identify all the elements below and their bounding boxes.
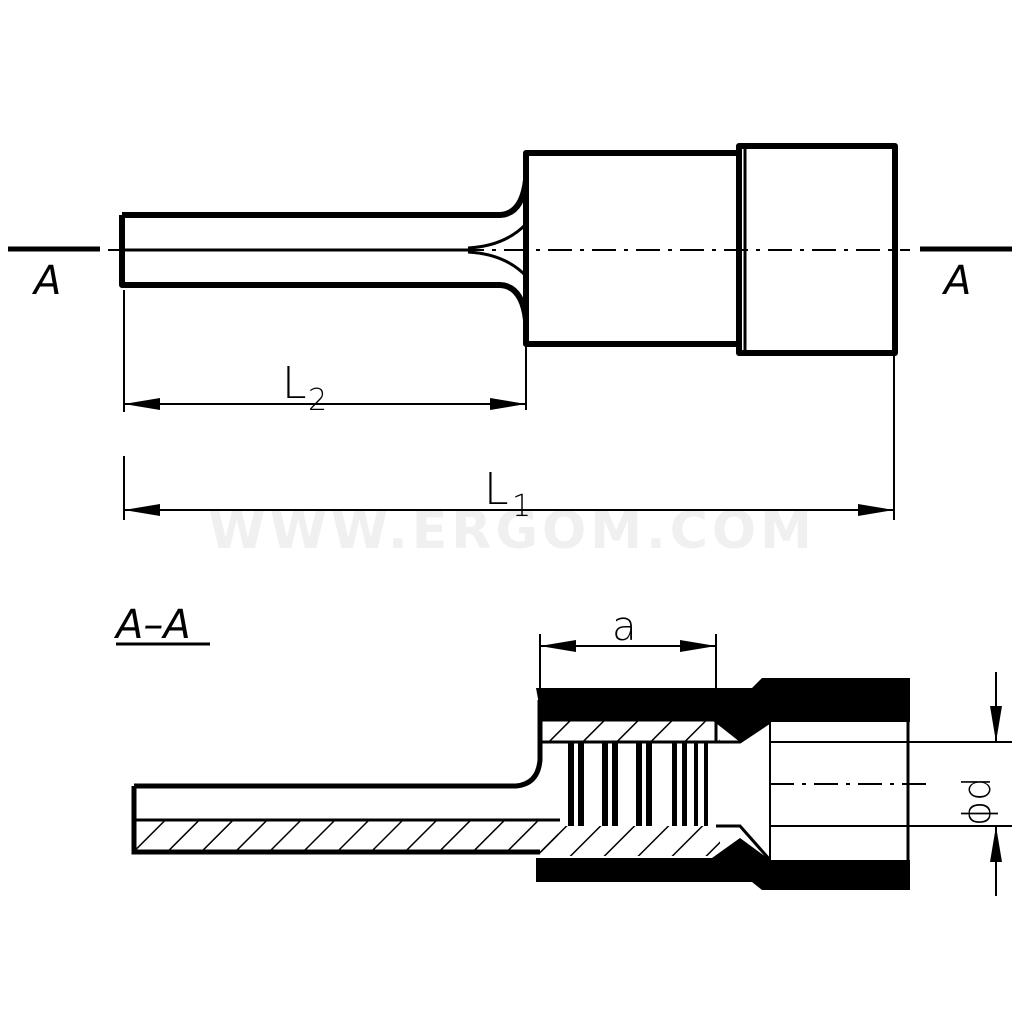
barrel-wall-bottom-hatch (540, 826, 720, 856)
pin-flare (467, 222, 528, 278)
insulation-bottom (536, 838, 910, 890)
serrations (568, 742, 708, 826)
barrel-body (523, 150, 742, 347)
dim-phi-d (910, 672, 1012, 896)
dim-label-phi-d: ϕd (955, 777, 999, 826)
section-label-left: A (31, 258, 61, 304)
dim-label-l2-sub: 2 (308, 383, 327, 418)
dim-label-l1-sub: 1 (512, 489, 531, 524)
dim-label-a: a (612, 604, 637, 650)
pin-hatch (134, 820, 558, 852)
dim-label-l2: L (282, 358, 307, 409)
barrel-wall-top-outline (538, 718, 718, 744)
section-title: A–A (113, 602, 191, 648)
section-pin-outline (131, 700, 543, 855)
insulation-top (536, 678, 910, 742)
dim-label-l1: L (484, 464, 509, 515)
section-label-right: A (941, 258, 971, 304)
funnel-entry (716, 720, 772, 861)
dim-a (539, 634, 717, 690)
section-view (131, 678, 910, 890)
barrel-wall-top-hatch (540, 720, 720, 742)
